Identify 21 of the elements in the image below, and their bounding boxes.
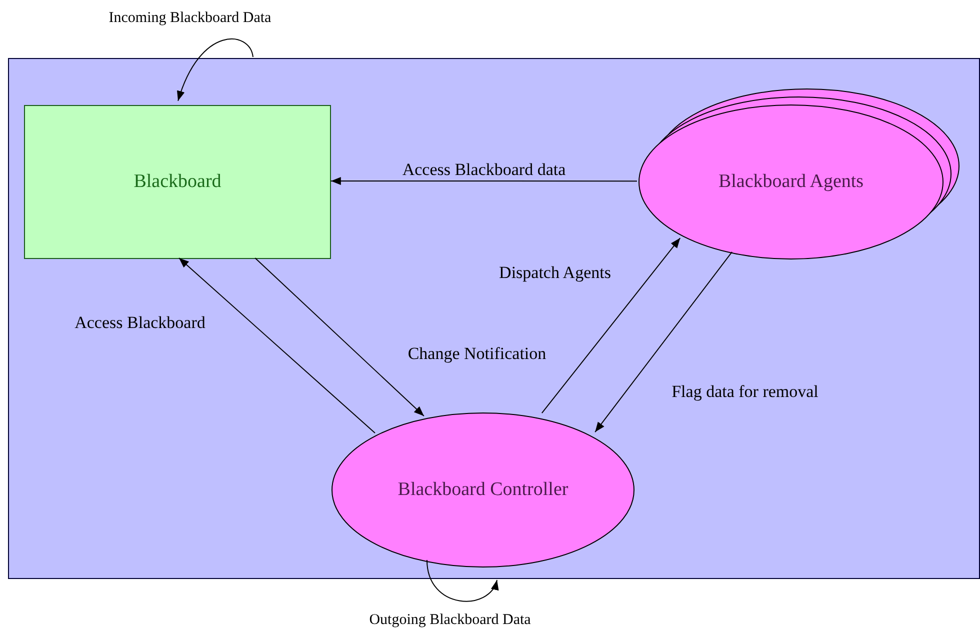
node-label: Blackboard Controller [398,478,568,502]
arrow [178,258,376,434]
edge-label: Access Blackboard [74,312,206,334]
edge-label: Outgoing Blackboard Data [369,611,531,630]
node-label: Blackboard [134,170,222,194]
arrow [426,559,498,602]
edge-label: Access Blackboard data [402,159,566,181]
process-box [24,105,331,259]
arrow [330,177,638,185]
edge-label: Change Notification [408,343,546,365]
arrow [254,258,424,416]
arrow [541,238,681,414]
edge-label: Dispatch Agents [499,262,611,284]
edge-label: Flag data for removal [672,381,818,403]
ellipse [331,412,635,568]
arrow [594,251,732,433]
node-label: Blackboard Agents [718,170,864,194]
stacked-ellipse [638,88,960,260]
edge-label: Incoming Blackboard Data [108,9,272,28]
arrow [178,38,254,102]
panel [8,58,980,579]
